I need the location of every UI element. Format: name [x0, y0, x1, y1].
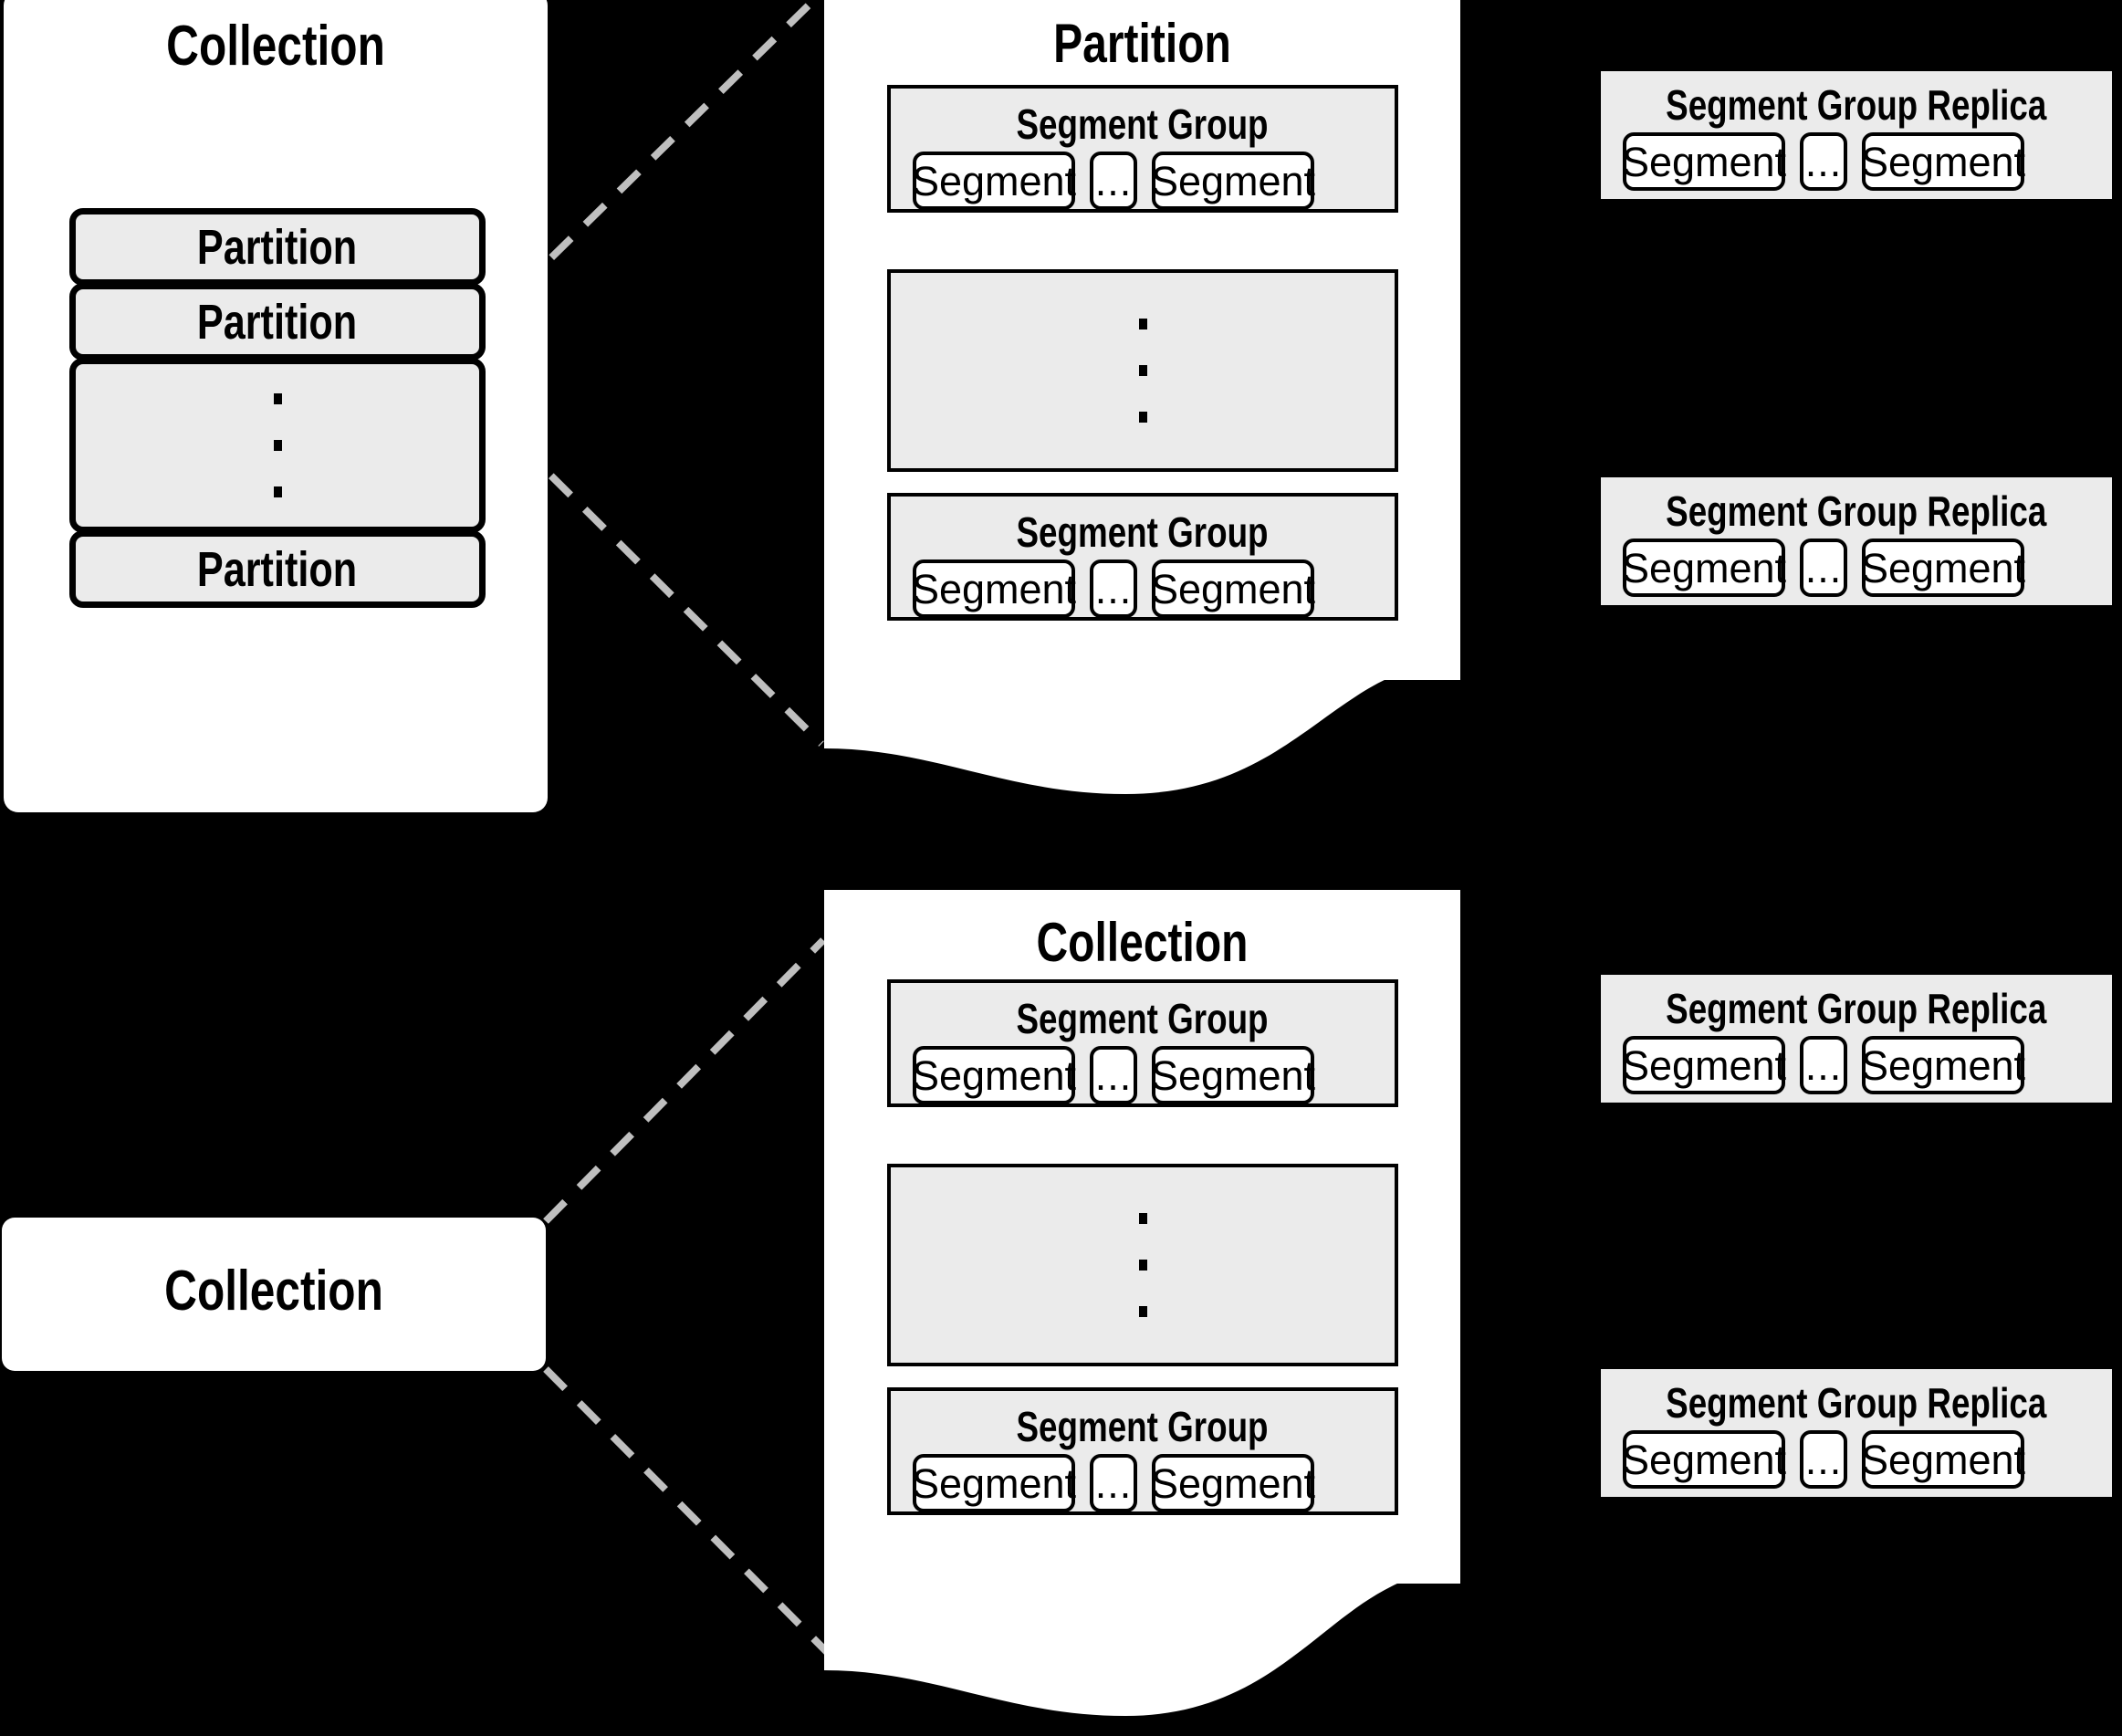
segment-group-title: Segment Group — [1016, 995, 1270, 1042]
partition-replica-2: Segment Group Replica Segment ... Segmen… — [1601, 477, 2112, 605]
segment-ellipsis: ... — [1090, 1046, 1137, 1104]
segment-group-replica-title: Segment Group Replica — [1666, 81, 2047, 129]
vertical-ellipsis-dot — [273, 440, 282, 451]
segment-ellipsis: ... — [1800, 1430, 1847, 1489]
segment-ellipsis: ... — [1800, 132, 1847, 191]
vertical-ellipsis-dot — [1138, 1260, 1147, 1271]
collection-replica-1: Segment Group Replica Segment ... Segmen… — [1601, 975, 2112, 1103]
collection-segment-group-2: Segment Group Segment ... Segment — [887, 1387, 1398, 1515]
segment-group-title: Segment Group — [1016, 1403, 1270, 1450]
segment-ellipsis: ... — [1800, 1036, 1847, 1094]
segment-row: Segment ... Segment — [912, 1454, 1315, 1512]
connector-collection-top — [543, 937, 826, 1224]
collection-replica-2: Segment Group Replica Segment ... Segmen… — [1601, 1369, 2112, 1497]
segment-box[interactable]: Segment — [912, 1046, 1076, 1104]
partition-panel-title: Partition — [1053, 13, 1231, 74]
vertical-ellipsis-dot — [1138, 1213, 1147, 1224]
segment-row: Segment ... Segment — [1622, 1036, 2025, 1094]
partition-list-ellipsis — [69, 358, 486, 533]
segment-group-replica-title: Segment Group Replica — [1666, 985, 2047, 1032]
segment-ellipsis: ... — [1090, 152, 1137, 210]
segment-row: Segment ... Segment — [1622, 1430, 2025, 1489]
partition-panel-torn-edge — [824, 639, 1460, 794]
segment-box[interactable]: Segment — [1861, 1036, 2025, 1094]
segment-box[interactable]: Segment — [912, 152, 1076, 210]
collection-panel-torn-edge — [824, 1543, 1460, 1716]
segment-row: Segment ... Segment — [1622, 539, 2025, 597]
segment-box[interactable]: Segment — [1622, 539, 1786, 597]
partition-segment-group-1: Segment Group Segment ... Segment — [887, 85, 1398, 213]
segment-ellipsis: ... — [1090, 559, 1137, 618]
segment-ellipsis: ... — [1800, 539, 1847, 597]
segment-box[interactable]: Segment — [1861, 132, 2025, 191]
segment-box[interactable]: Segment — [1622, 132, 1786, 191]
segment-box[interactable]: Segment — [1861, 1430, 2025, 1489]
partition-list-item-label: Partition — [197, 219, 358, 275]
partition-list-item-3[interactable]: Partition — [69, 530, 486, 608]
vertical-ellipsis-dot — [273, 486, 282, 497]
vertical-ellipsis-dot — [1138, 1306, 1147, 1317]
connector-collection-bottom — [543, 1366, 830, 1655]
segment-ellipsis: ... — [1090, 1454, 1137, 1512]
segment-box[interactable]: Segment — [912, 1454, 1076, 1512]
partition-list-item-2[interactable]: Partition — [69, 283, 486, 361]
segment-group-title: Segment Group — [1016, 508, 1270, 556]
simple-collection-card[interactable]: Collection — [2, 1218, 546, 1371]
segment-box[interactable]: Segment — [1861, 539, 2025, 597]
segment-box[interactable]: Segment — [1151, 1454, 1315, 1512]
segment-row: Segment ... Segment — [912, 1046, 1315, 1104]
vertical-ellipsis-dot — [273, 393, 282, 404]
segment-row: Segment ... Segment — [912, 559, 1315, 618]
partitioned-collection-title: Collection — [166, 15, 385, 78]
segment-row: Segment ... Segment — [1622, 132, 2025, 191]
segment-box[interactable]: Segment — [912, 559, 1076, 618]
segment-box[interactable]: Segment — [1151, 1046, 1315, 1104]
segment-box[interactable]: Segment — [1622, 1036, 1786, 1094]
partition-list-item-label: Partition — [197, 541, 358, 597]
segment-box[interactable]: Segment — [1151, 559, 1315, 618]
segment-group-replica-title: Segment Group Replica — [1666, 487, 2047, 535]
segment-row: Segment ... Segment — [912, 152, 1315, 210]
segment-group-replica-title: Segment Group Replica — [1666, 1379, 2047, 1427]
vertical-ellipsis-dot — [1138, 365, 1147, 376]
partition-replica-1: Segment Group Replica Segment ... Segmen… — [1601, 71, 2112, 199]
collection-segment-group-1: Segment Group Segment ... Segment — [887, 979, 1398, 1107]
partition-list-item-1[interactable]: Partition — [69, 208, 486, 286]
segment-group-title: Segment Group — [1016, 100, 1270, 148]
partition-segment-group-2: Segment Group Segment ... Segment — [887, 493, 1398, 621]
simple-collection-title: Collection — [164, 1260, 383, 1323]
partition-segment-group-ellipsis — [887, 269, 1398, 472]
vertical-ellipsis-dot — [1138, 412, 1147, 423]
partition-list-item-label: Partition — [197, 294, 358, 350]
vertical-ellipsis-dot — [1138, 319, 1147, 329]
segment-box[interactable]: Segment — [1622, 1430, 1786, 1489]
segment-box[interactable]: Segment — [1151, 152, 1315, 210]
collection-panel-title: Collection — [1036, 912, 1249, 973]
collection-segment-group-ellipsis — [887, 1164, 1398, 1366]
